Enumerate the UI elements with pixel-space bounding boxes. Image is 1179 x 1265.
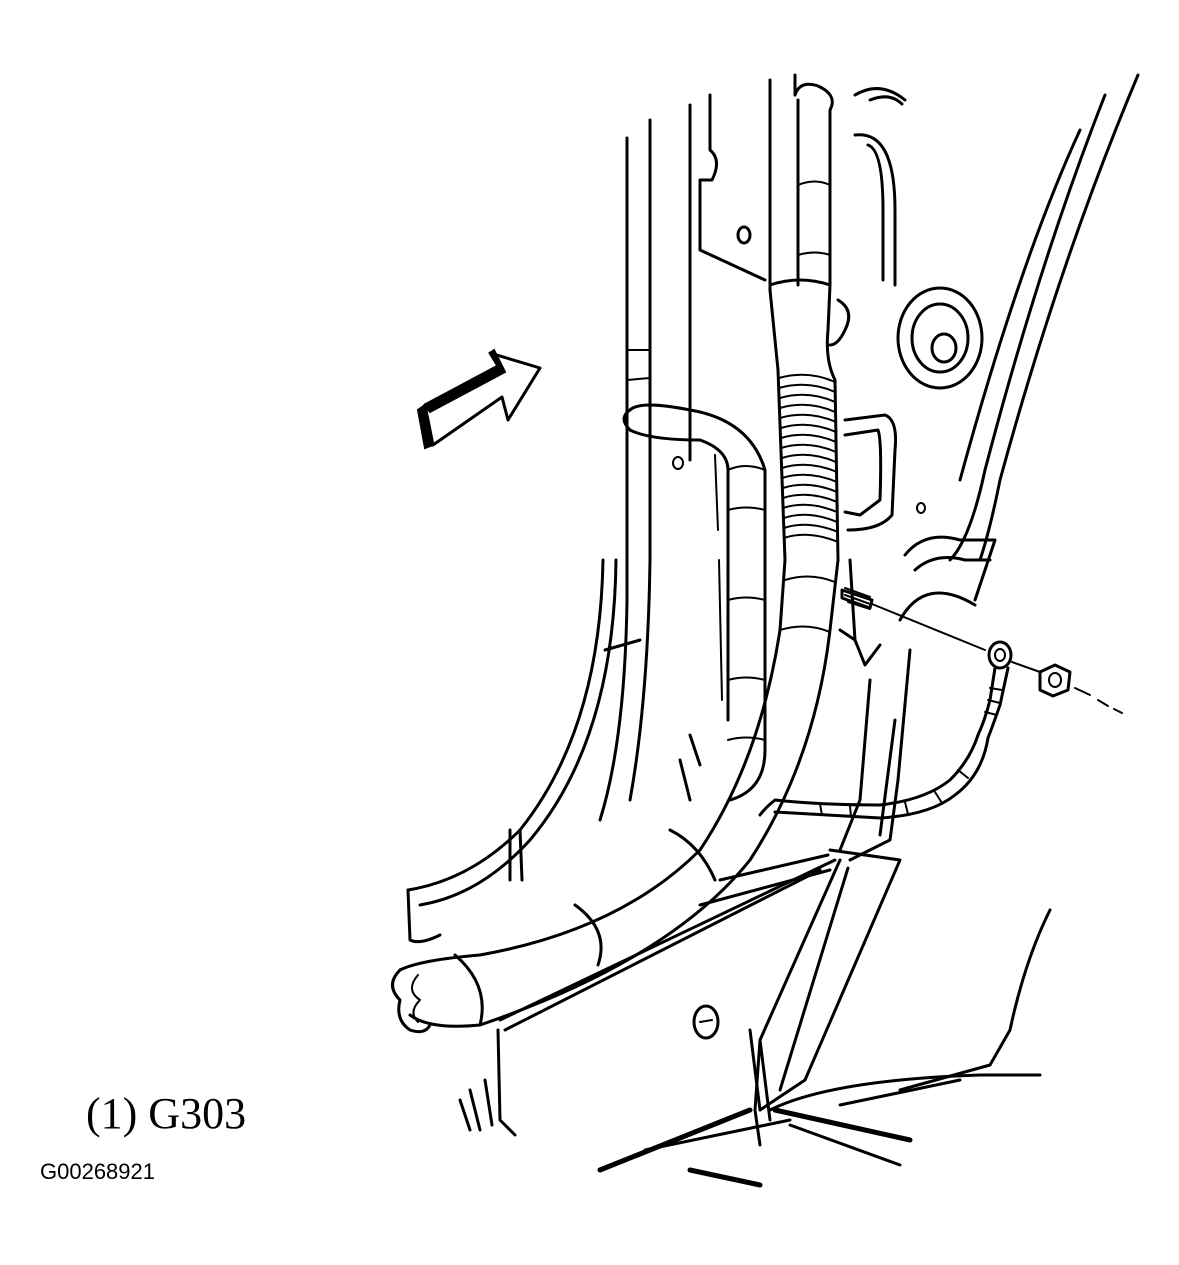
grommet (896, 286, 984, 390)
direction-arrow-icon (416, 348, 542, 450)
ground-wire (758, 733, 990, 820)
rocker-panel (406, 558, 702, 944)
ground-bolt-icon (840, 587, 1123, 740)
figure-id: G00268921 (40, 1159, 155, 1184)
body-panel-right (828, 73, 1140, 622)
callout-label: (1) G303 (86, 1089, 247, 1138)
floor-sill (458, 558, 1052, 1188)
secondary-harness (622, 403, 767, 802)
upper-harness (768, 82, 837, 382)
corrugated-conduit (776, 368, 840, 633)
main-harness (391, 558, 840, 1034)
